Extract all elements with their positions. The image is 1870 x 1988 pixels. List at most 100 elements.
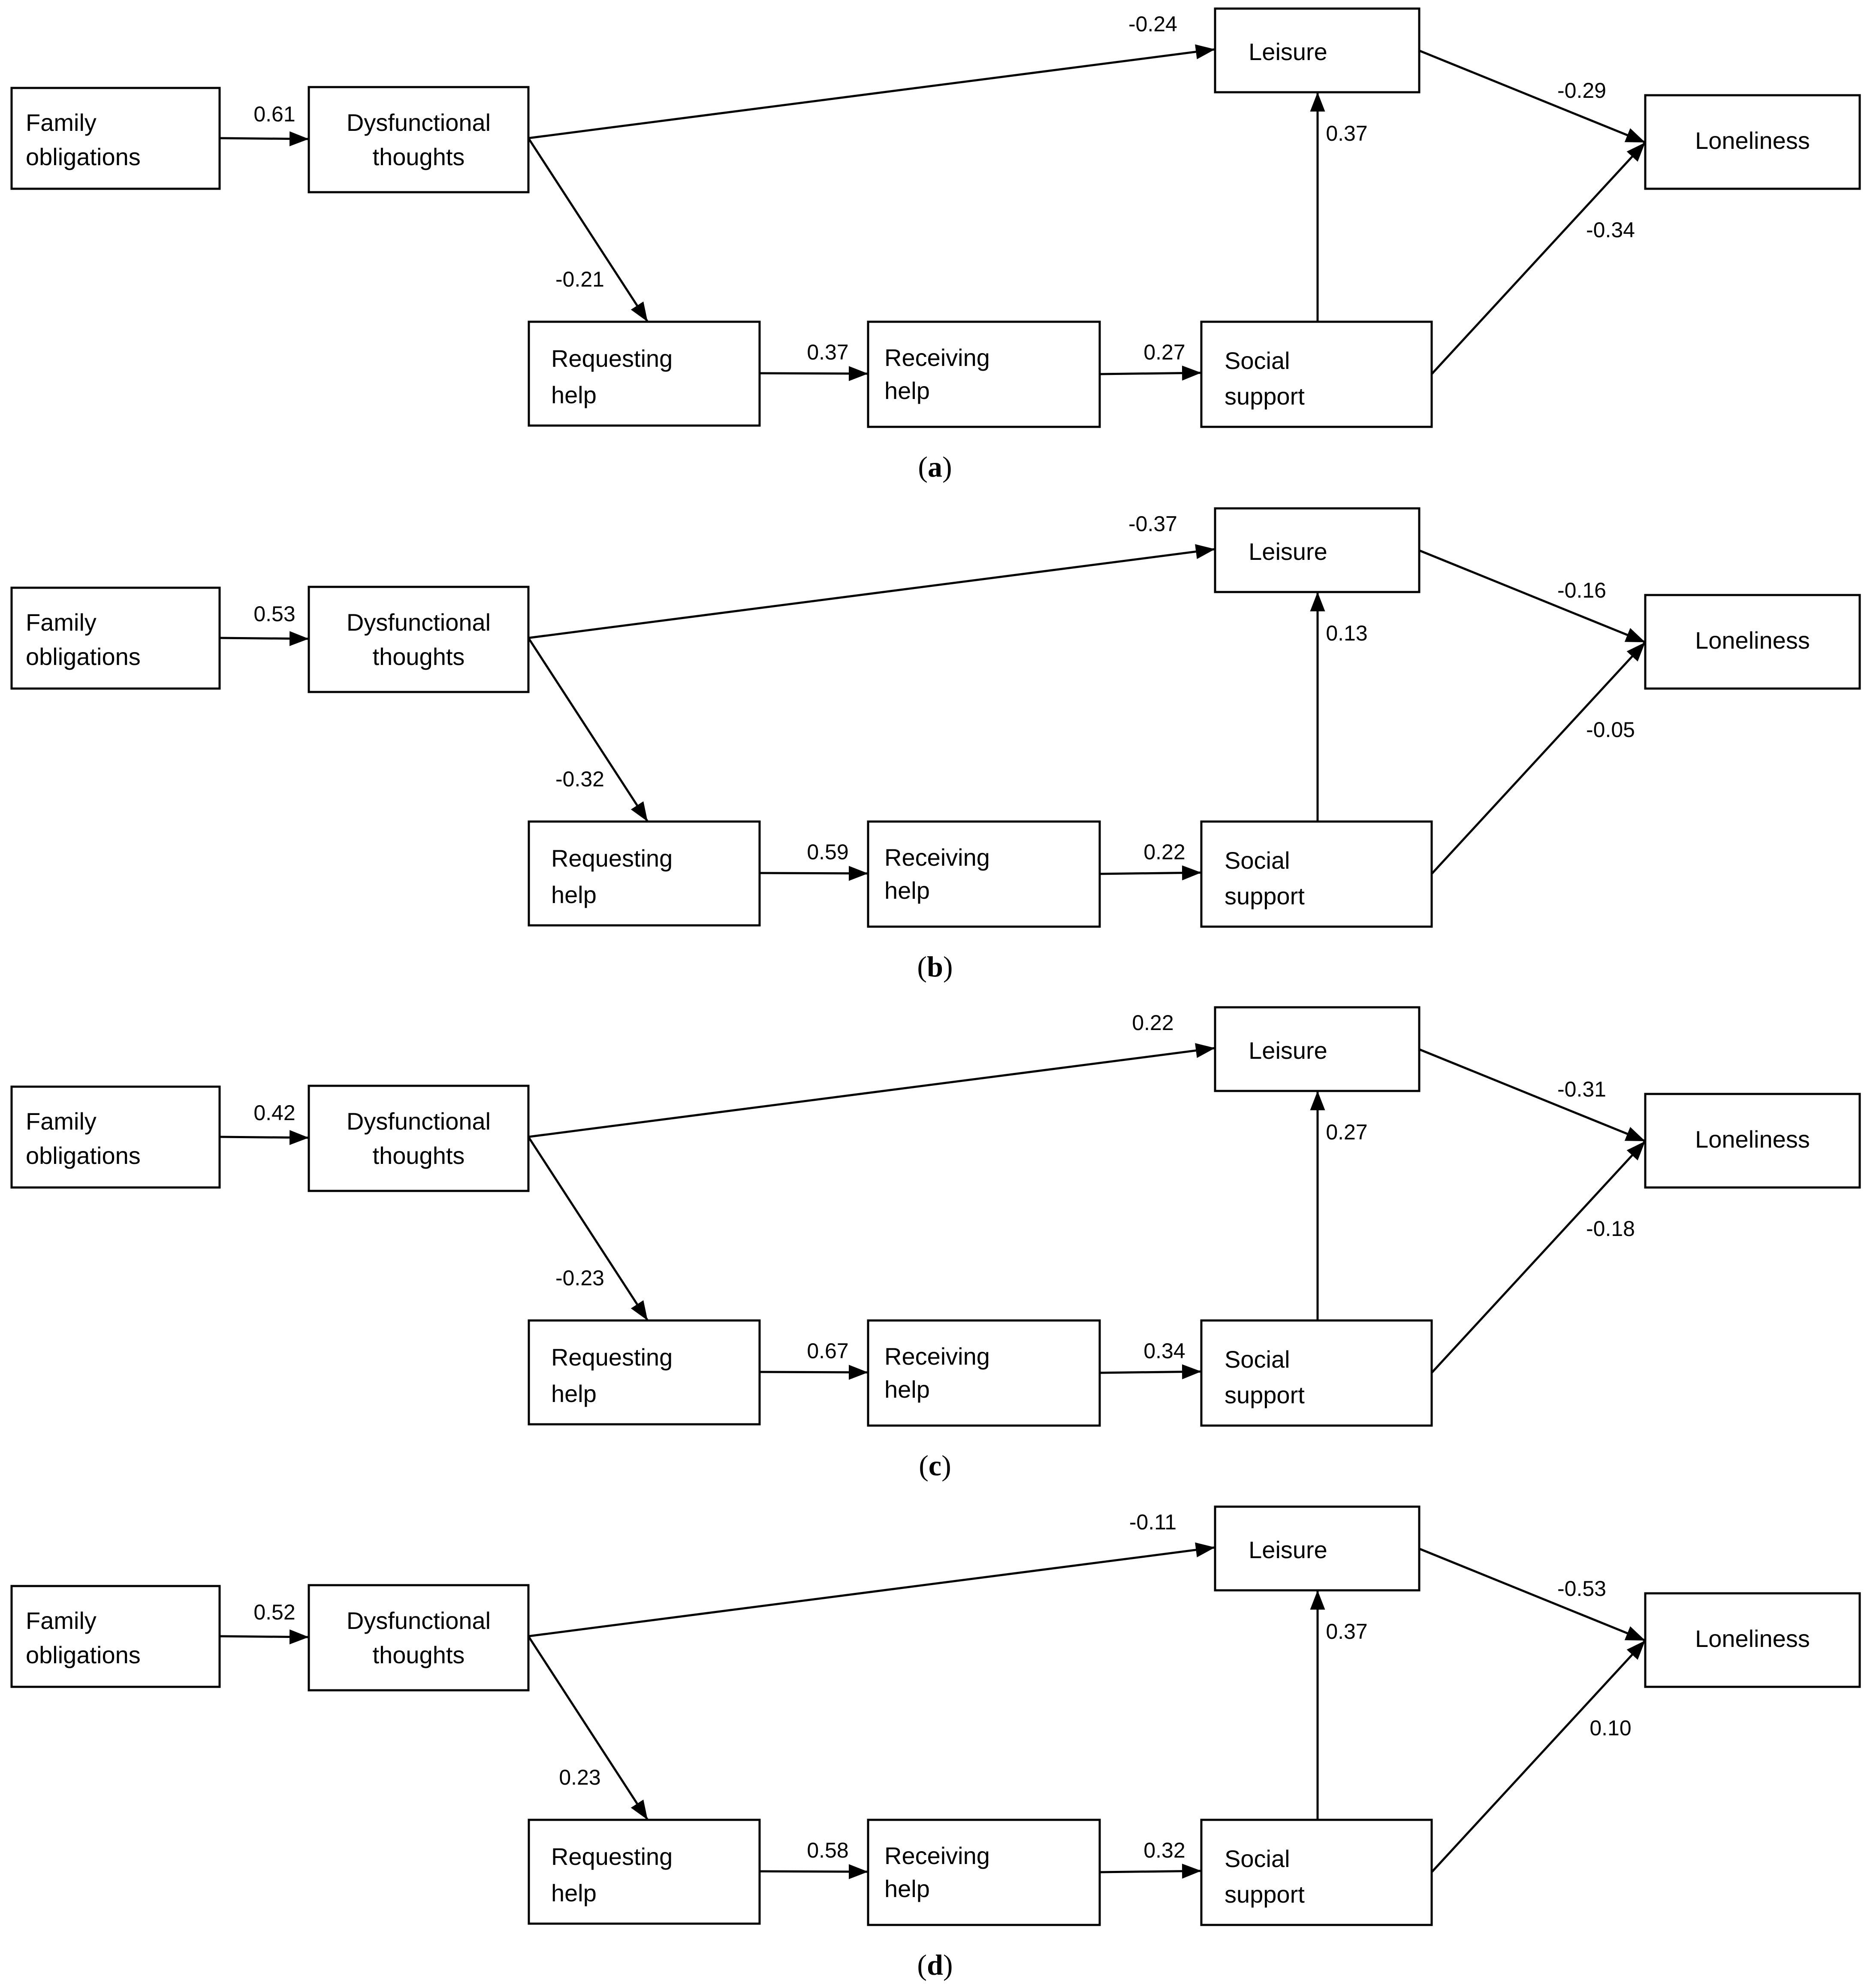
- node-box-dysfunctional: [308, 1085, 530, 1192]
- coefficient-social-to-leisure: 0.13: [1326, 621, 1367, 645]
- coefficient-social-to-leisure: 0.37: [1326, 121, 1367, 145]
- node-label-family-line-1: Family: [26, 1607, 97, 1634]
- coefficient-dysfunctional-to-leisure: 0.22: [1132, 1011, 1173, 1035]
- node-label-family-line-2: obligations: [26, 1142, 141, 1169]
- node-label-social-line-1: Social: [1225, 347, 1290, 374]
- node-box-receiving: [867, 820, 1101, 928]
- node-receiving: Receiving help: [867, 1819, 1101, 1926]
- coefficient-receiving-to-social: 0.34: [1143, 1339, 1185, 1363]
- node-box-family: [10, 87, 221, 190]
- node-box-social: [1200, 320, 1433, 428]
- node-label-social-line-2: support: [1225, 1881, 1305, 1908]
- node-label-leisure-line-1: Leisure: [1249, 1536, 1327, 1563]
- path-arrow-family-to-dysfunctional: [219, 1130, 309, 1145]
- node-box-loneliness: [1644, 1093, 1861, 1189]
- coefficient-dysfunctional-to-leisure: -0.37: [1128, 512, 1177, 536]
- node-box-family: [10, 586, 221, 690]
- panel-b: FamilyobligationsDysfunctionalthoughtsRe…: [10, 507, 1861, 983]
- panel-caption-a: (a): [918, 450, 952, 483]
- path-arrow-dysfunctional-to-leisure: [528, 544, 1216, 639]
- coefficient-social-to-loneliness: 0.10: [1590, 1716, 1631, 1740]
- node-label-family-line-1: Family: [26, 609, 97, 636]
- node-label-dysfunctional-line-1: Dysfunctional: [347, 1108, 491, 1135]
- node-label-requesting-line-1: Requesting: [551, 345, 673, 372]
- coefficient-social-to-loneliness: -0.18: [1586, 1217, 1635, 1241]
- path-arrow-leisure-to-loneliness: [1419, 549, 1646, 644]
- node-requesting: Requesting help: [528, 1319, 761, 1426]
- node-label-family-line-2: obligations: [26, 1641, 141, 1668]
- path-arrow-dysfunctional-to-requesting: [527, 1635, 649, 1821]
- node-label-loneliness-line-1: Loneliness: [1695, 1126, 1810, 1153]
- coefficient-receiving-to-social: 0.22: [1143, 840, 1185, 864]
- node-box-receiving: [867, 1819, 1101, 1926]
- path-arrow-receiving-to-social: [1099, 366, 1202, 381]
- panel-caption-letter: d: [927, 1949, 943, 1981]
- node-label-social-line-2: support: [1225, 1381, 1305, 1408]
- node-label-receiving-line-1: Receiving: [884, 344, 990, 371]
- node-label-dysfunctional-line-1: Dysfunctional: [347, 109, 491, 136]
- panel-caption-d: (d): [917, 1949, 953, 1981]
- node-label-receiving-line-2: help: [884, 1875, 930, 1902]
- coefficient-dysfunctional-to-requesting: -0.23: [555, 1266, 604, 1290]
- node-box-family: [10, 1585, 221, 1688]
- panel-c: FamilyobligationsDysfunctionalthoughtsRe…: [10, 1006, 1861, 1482]
- coefficient-requesting-to-receiving: 0.67: [807, 1339, 848, 1363]
- node-box-dysfunctional: [308, 1584, 530, 1692]
- node-label-social-line-1: Social: [1225, 1845, 1290, 1872]
- node-box-loneliness: [1644, 1592, 1861, 1688]
- coefficient-dysfunctional-to-leisure: -0.24: [1128, 12, 1177, 36]
- node-label-receiving-line-1: Receiving: [884, 1842, 990, 1869]
- coefficient-social-to-leisure: 0.27: [1326, 1120, 1367, 1144]
- path-arrow-family-to-dysfunctional: [219, 1629, 309, 1645]
- node-loneliness: Loneliness: [1644, 594, 1861, 690]
- path-arrow-requesting-to-receiving: [759, 1864, 869, 1879]
- node-label-family-line-2: obligations: [26, 643, 141, 670]
- path-arrow-requesting-to-receiving: [759, 366, 869, 381]
- node-label-family-line-2: obligations: [26, 143, 141, 170]
- path-arrow-dysfunctional-to-requesting: [527, 637, 649, 822]
- coefficient-family-to-dysfunctional: 0.53: [253, 602, 295, 626]
- node-loneliness: Loneliness: [1644, 1592, 1861, 1688]
- coefficient-receiving-to-social: 0.32: [1143, 1838, 1185, 1862]
- coefficient-social-to-loneliness: -0.34: [1586, 218, 1635, 242]
- node-label-family-line-1: Family: [26, 109, 97, 136]
- path-arrow-family-to-dysfunctional: [219, 631, 309, 647]
- node-label-requesting-line-2: help: [551, 881, 597, 908]
- path-arrow-leisure-to-loneliness: [1419, 49, 1646, 144]
- node-box-requesting: [528, 1819, 761, 1925]
- node-label-requesting-line-2: help: [551, 1380, 597, 1407]
- node-label-dysfunctional-line-1: Dysfunctional: [347, 609, 491, 636]
- node-box-requesting: [528, 1319, 761, 1426]
- panel-caption-b: (b): [917, 950, 953, 983]
- node-box-loneliness: [1644, 594, 1861, 690]
- node-box-requesting: [528, 320, 761, 427]
- node-leisure: Leisure: [1214, 507, 1421, 593]
- node-family: Family obligations: [10, 87, 221, 190]
- path-arrow-social-to-loneliness: [1431, 641, 1646, 875]
- path-arrow-receiving-to-social: [1099, 865, 1202, 881]
- node-label-receiving-line-1: Receiving: [884, 844, 990, 871]
- node-leisure: Leisure: [1214, 7, 1421, 94]
- path-arrow-receiving-to-social: [1099, 1864, 1202, 1879]
- node-label-loneliness-line-1: Loneliness: [1695, 1625, 1810, 1652]
- node-box-leisure: [1214, 507, 1421, 593]
- panel-d: Family obligations DysfunctionalthoughtsRe…: [10, 1505, 1861, 1981]
- node-box-dysfunctional: [308, 586, 530, 693]
- node-box-social: [1200, 1819, 1433, 1926]
- coefficient-receiving-to-social: 0.27: [1143, 340, 1185, 364]
- node-box-receiving: [867, 320, 1101, 428]
- node-label-dysfunctional-line-2: thoughts: [373, 1641, 465, 1668]
- node-box-leisure: [1214, 1006, 1421, 1092]
- path-arrow-dysfunctional-to-leisure: [528, 44, 1216, 139]
- path-arrow-dysfunctional-to-requesting: [527, 1136, 649, 1321]
- coefficient-dysfunctional-to-requesting: -0.21: [555, 267, 604, 291]
- node-loneliness: Loneliness: [1644, 1093, 1861, 1189]
- node-box-leisure: [1214, 1505, 1421, 1592]
- node-label-requesting-line-1: Requesting: [551, 1344, 673, 1371]
